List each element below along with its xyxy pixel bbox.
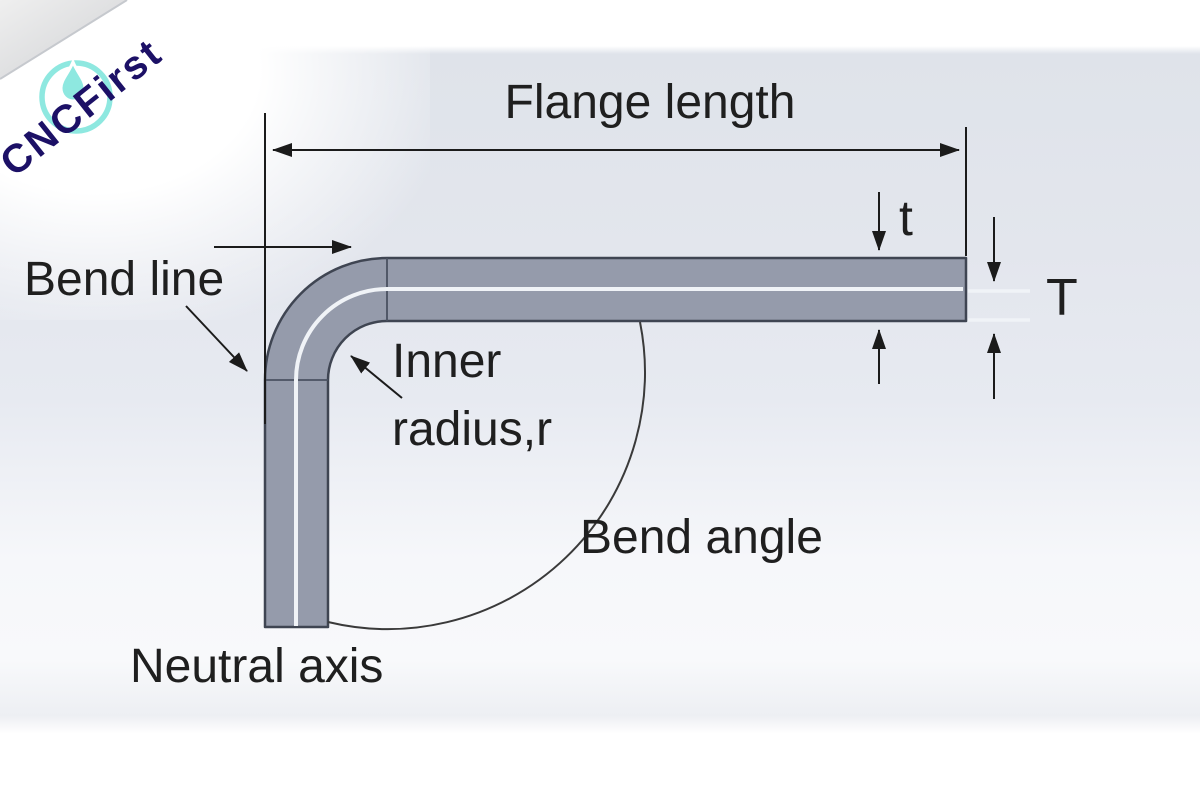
bend-angle-label: Bend angle: [580, 511, 823, 564]
bend-angle-arc: [327, 321, 646, 631]
flange-length-label: Flange length: [505, 76, 796, 129]
neutral-axis-line: [294, 287, 963, 626]
sheet-metal-part: [263, 256, 1030, 629]
watermark-corner: CNCFirst: [0, 0, 430, 320]
bend-line-pointer-arrow: [185, 305, 248, 372]
inner-radius-pointer-arrow: [350, 355, 403, 399]
inner-radius-label-line1: Inner: [392, 335, 501, 388]
corner-fold-edge: [0, 0, 128, 80]
water-drop-icon: [59, 58, 87, 103]
logo-circle: [39, 60, 113, 134]
thickness-t-label: t: [899, 190, 913, 246]
thickness-T-label: T: [1046, 269, 1078, 327]
diagram-labels: Flange length Bend line Inner radius,r B…: [24, 76, 1078, 693]
bend-line-label: Bend line: [24, 253, 224, 306]
neutral-axis-label: Neutral axis: [130, 640, 383, 693]
inner-radius-label-line2: radius,r: [392, 403, 552, 456]
sheet-profile: [265, 258, 966, 627]
dimension-linework: [185, 113, 1001, 631]
